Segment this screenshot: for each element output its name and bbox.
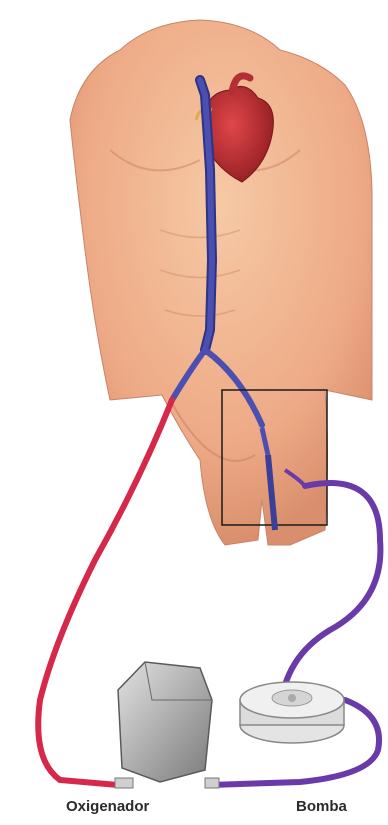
pump-icon: [240, 682, 344, 743]
oxygenator-icon: [115, 662, 219, 788]
oxygenator-label: Oxigenador: [66, 798, 149, 815]
pump-label: Bomba: [296, 798, 347, 815]
